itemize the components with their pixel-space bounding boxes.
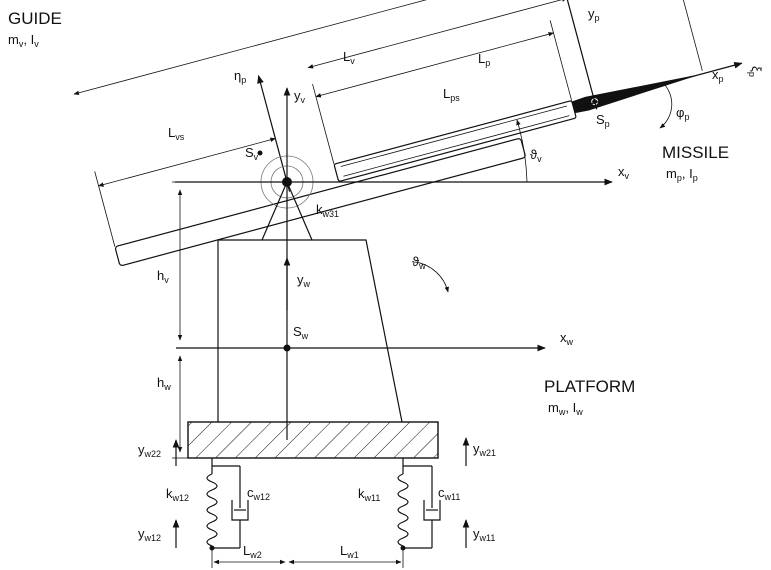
label-sp: Sp bbox=[596, 112, 610, 129]
left-suspension bbox=[172, 439, 249, 551]
label-yv: yv bbox=[294, 88, 306, 105]
platform-params: mw, Iw bbox=[548, 400, 583, 417]
platform-base bbox=[187, 421, 439, 459]
guide-rail-group bbox=[73, 0, 743, 266]
label-hw: hw bbox=[157, 375, 171, 392]
label-cw11: cw11 bbox=[438, 485, 460, 502]
label-yw11: yw11 bbox=[473, 526, 495, 543]
label-yw21: yw21 bbox=[473, 441, 496, 458]
label-yw12: yw12 bbox=[138, 526, 161, 543]
support-triangle bbox=[261, 180, 313, 241]
label-kw11: kw11 bbox=[358, 486, 380, 503]
label-sw: Sw bbox=[293, 324, 309, 341]
label-etap: ηp bbox=[234, 68, 246, 85]
platform-title: PLATFORM bbox=[544, 377, 635, 396]
label-phip: φp bbox=[676, 105, 689, 122]
guide-title: GUIDE bbox=[8, 9, 62, 28]
guide-params: mv, Iv bbox=[8, 32, 39, 49]
label-lvs: Lvs bbox=[168, 125, 185, 142]
label-xp: xp bbox=[712, 67, 724, 84]
label-sv: Sv bbox=[245, 145, 259, 162]
missile-title: MISSILE bbox=[662, 143, 729, 162]
label-yp: yp bbox=[588, 6, 600, 23]
label-lp: Lp bbox=[478, 51, 490, 68]
label-xv: xv bbox=[618, 164, 630, 181]
label-yw22: yw22 bbox=[138, 442, 161, 459]
label-hv: hv bbox=[157, 268, 169, 285]
label-cw12: cw12 bbox=[247, 485, 270, 502]
label-lps: Lps bbox=[443, 86, 460, 103]
missile-params: mp, Ip bbox=[666, 166, 698, 183]
label-thetav: ϑv bbox=[530, 147, 542, 164]
label-thetaw: ϑw bbox=[412, 254, 426, 271]
platform-body bbox=[217, 239, 403, 423]
missile-body bbox=[333, 100, 577, 182]
label-xw: xw bbox=[560, 330, 574, 347]
label-lw1: Lw1 bbox=[340, 543, 359, 560]
label-kw12: kw12 bbox=[166, 486, 189, 503]
label-yw: yw bbox=[297, 272, 311, 289]
right-suspension bbox=[397, 437, 470, 551]
label-kw31: kw31 bbox=[316, 202, 339, 219]
label-lw2: Lw2 bbox=[243, 543, 262, 560]
label-xip: ξp bbox=[747, 66, 764, 77]
label-lv: Lv bbox=[343, 49, 355, 66]
